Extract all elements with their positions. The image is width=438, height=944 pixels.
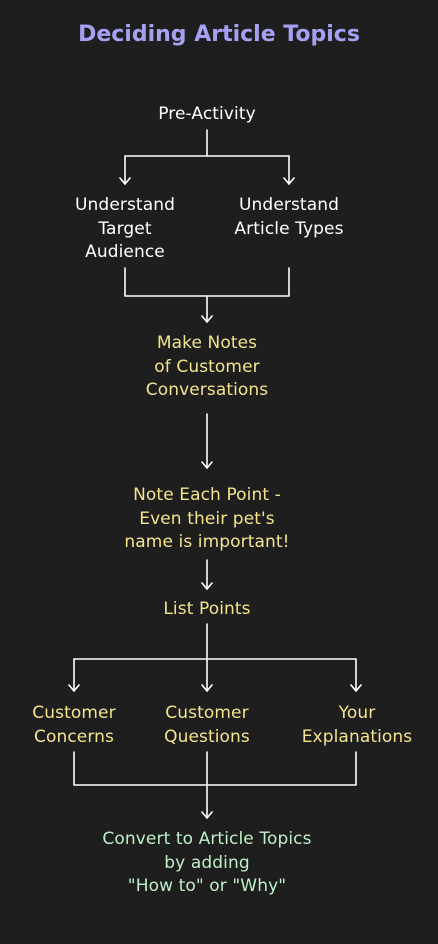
- node-text: Pre-Activity: [158, 104, 256, 124]
- node-text: Understand: [75, 195, 175, 215]
- node-customer-questions: Customer Questions: [137, 702, 277, 749]
- node-text: Conversations: [145, 380, 269, 400]
- node-text: Questions: [164, 726, 250, 747]
- node-text: Customer: [32, 703, 116, 723]
- node-text: "How to" or "Why": [127, 876, 287, 896]
- node-text: List Points: [163, 599, 251, 619]
- node-note-each-point: Note Each Point - Even their pet's name …: [77, 484, 337, 555]
- node-text: Make Notes: [156, 333, 258, 353]
- connector-categories-merge: [73, 751, 357, 786]
- node-text: Concerns: [34, 726, 114, 747]
- node-text: Convert to Article Topics: [102, 829, 312, 849]
- node-text: of Customer: [154, 356, 260, 377]
- node-text: Understand: [239, 195, 339, 215]
- node-understand-article-types: Understand Article Types: [209, 194, 369, 241]
- node-text: Audience: [85, 242, 165, 262]
- node-pre-activity: Pre-Activity: [107, 103, 307, 127]
- node-make-notes: Make Notes of Customer Conversations: [97, 332, 317, 403]
- node-text: Even their pet's: [139, 508, 275, 529]
- node-list-points: List Points: [107, 598, 307, 622]
- node-understand-target-audience: Understand Target Audience: [45, 194, 205, 265]
- diagram-title: Deciding Article Topics: [78, 22, 360, 47]
- node-text: Target: [98, 218, 152, 239]
- node-text: by adding: [164, 852, 250, 873]
- node-text: Explanations: [301, 726, 413, 747]
- connector-understand-merge: [124, 267, 290, 297]
- node-text: Customer: [165, 703, 249, 723]
- node-text: name is important!: [124, 532, 290, 552]
- node-convert-to-article-topics: Convert to Article Topics by adding "How…: [67, 828, 347, 899]
- node-text: Your: [338, 703, 376, 723]
- node-text: Note Each Point -: [133, 485, 281, 505]
- node-customer-concerns: Customer Concerns: [4, 702, 144, 749]
- node-text: Article Types: [234, 218, 344, 239]
- node-your-explanations: Your Explanations: [284, 702, 430, 749]
